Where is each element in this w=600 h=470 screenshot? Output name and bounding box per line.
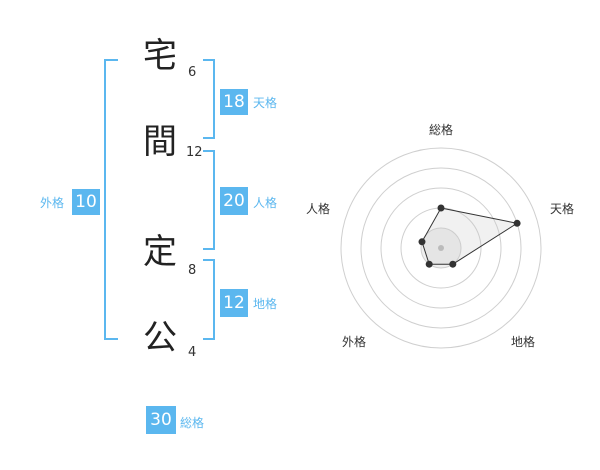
radar-point-2 <box>513 219 521 227</box>
fortune-radar-chart: 総格 天格 地格 外格 人格 <box>306 122 574 349</box>
gaikaku-bracket <box>104 59 118 340</box>
radar-ring <box>360 167 522 329</box>
radar-axis-label-jinkaku: 人格 <box>306 201 330 216</box>
radar-ring <box>380 187 502 309</box>
radar-data-points <box>418 204 521 268</box>
radar-point-1 <box>437 204 445 212</box>
name-char-2: 間 <box>143 122 177 162</box>
chikaku-value: 12 <box>220 289 248 317</box>
radar-axis-label-soukaku: 総格 <box>429 122 453 137</box>
name-char-4: 公 <box>143 318 177 358</box>
gaikaku-label: 外格 <box>40 196 65 210</box>
radar-center-dot <box>438 245 444 251</box>
stroke-count-4: 4 <box>188 345 197 360</box>
stroke-count-3: 8 <box>188 263 197 278</box>
soukaku-value: 30 <box>146 406 176 434</box>
chikaku-bracket <box>203 259 215 340</box>
name-char-3: 定 <box>143 232 177 272</box>
radar-data-polygon <box>421 207 519 265</box>
stroke-count-2: 12 <box>186 145 203 160</box>
jinkaku-label: 人格 <box>253 196 278 210</box>
radar-point-4 <box>425 260 433 268</box>
soukaku-label: 総格 <box>180 416 205 430</box>
radar-ring <box>340 147 542 349</box>
radar-axis-label-chikaku: 地格 <box>511 334 535 349</box>
jinkaku-value: 20 <box>220 187 248 215</box>
radar-point-5 <box>418 238 426 246</box>
tenkaku-bracket <box>203 59 215 139</box>
radar-axis-label-tenkaku: 天格 <box>550 201 574 216</box>
tenkaku-label: 天格 <box>253 96 278 110</box>
tenkaku-value: 18 <box>220 89 248 115</box>
chikaku-label: 地格 <box>253 297 278 311</box>
stroke-count-1: 6 <box>188 65 197 80</box>
name-char-1: 宅 <box>143 36 177 76</box>
radar-axis-label-gaikaku: 外格 <box>342 334 366 349</box>
gaikaku-value: 10 <box>72 189 100 215</box>
jinkaku-bracket <box>203 150 215 250</box>
radar-point-3 <box>449 260 457 268</box>
